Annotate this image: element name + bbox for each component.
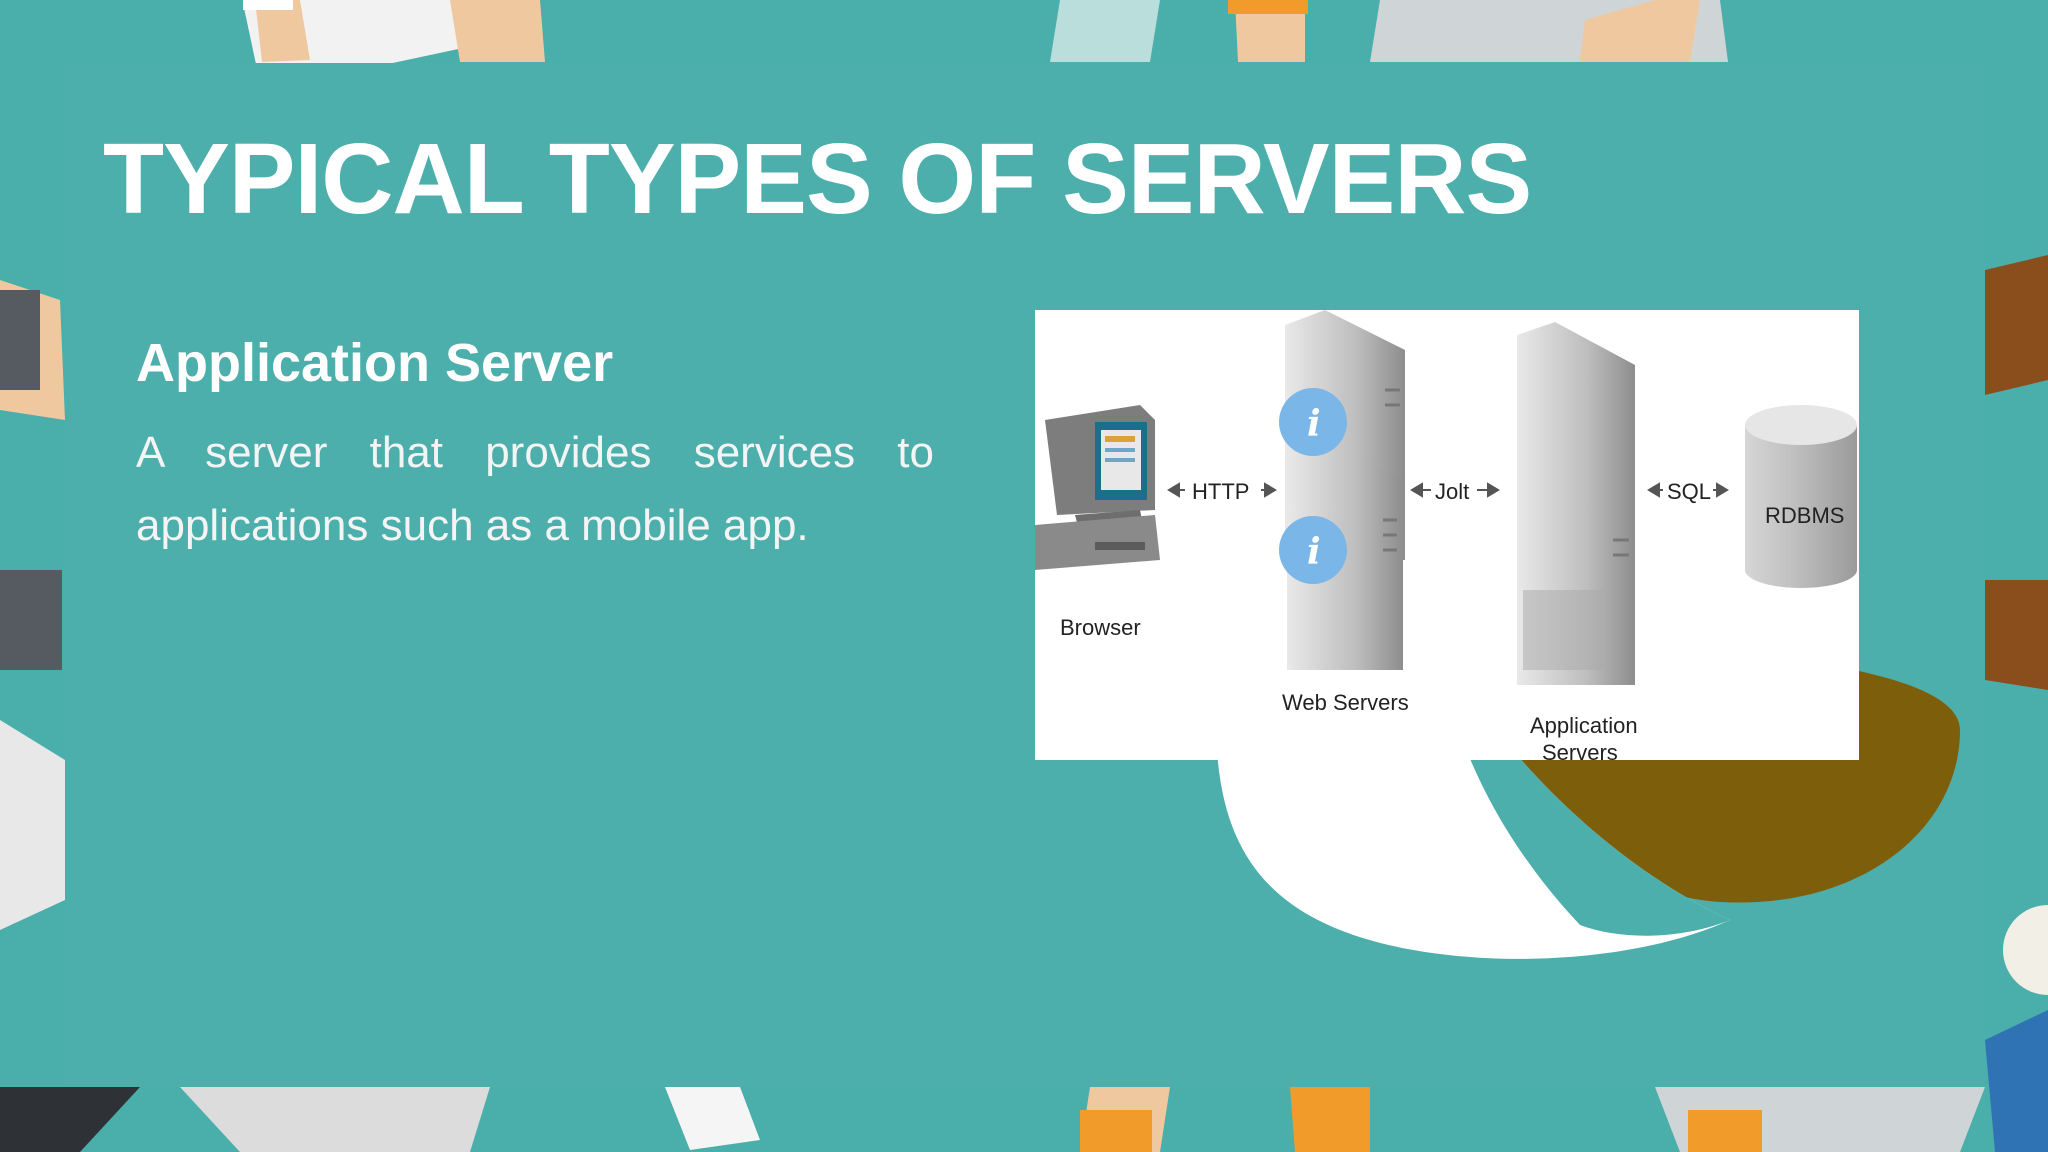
notepad-bottom: [665, 1087, 760, 1150]
svg-text:i: i: [1307, 531, 1321, 573]
http-label: HTTP: [1192, 479, 1249, 504]
sleeve-cuff: [243, 0, 293, 10]
sleeve-right-upper: [1985, 255, 2048, 395]
teal-swoosh: [1438, 640, 1730, 936]
tablet-left: [0, 720, 65, 930]
architecture-diagram: Browser HTTP i i Web Servers: [1035, 310, 1859, 760]
app-servers-label-line2: Servers: [1542, 740, 1618, 760]
body-paragraph: A server that provides services to appli…: [136, 428, 934, 550]
slide-title: TYPICAL TYPES OF SERVERS: [103, 123, 1532, 235]
hand-top-left-2: [450, 0, 545, 62]
sql-label: SQL: [1667, 479, 1711, 504]
orange-cuff-bottom-right: [1688, 1110, 1762, 1152]
rdbms-label: RDBMS: [1765, 503, 1844, 528]
paper-sheet-top: [1050, 0, 1160, 62]
browser-label: Browser: [1060, 615, 1141, 640]
web-servers-label: Web Servers: [1282, 690, 1409, 715]
sleeve-right-mid: [1985, 580, 2048, 690]
info-badge-icon: i: [1279, 388, 1347, 456]
section-heading: Application Server: [136, 333, 614, 393]
hand-top-center: [1235, 0, 1305, 62]
coffee-cup-right: [2003, 905, 2048, 995]
dark-device-bottom-left: [0, 1087, 140, 1152]
laptop-bottom-left: [180, 1087, 490, 1152]
info-badge-icon: i: [1279, 516, 1347, 584]
jolt-label: Jolt: [1435, 479, 1469, 504]
orange-sleeve-bottom: [1080, 1110, 1152, 1152]
hand-top-left: [255, 0, 310, 62]
sleeve-left-upper: [0, 290, 40, 390]
sleeve-left-mid: [0, 570, 62, 670]
sleeve-right-bottom: [1985, 1010, 2048, 1152]
orange-sleeve-bottom-2: [1290, 1087, 1370, 1152]
browser-computer-icon: [1035, 405, 1160, 570]
hand-top-right: [1580, 0, 1700, 62]
app-servers-label-line1: Application: [1530, 713, 1638, 738]
svg-text:i: i: [1307, 403, 1321, 445]
app-server-tower-3: [1517, 452, 1635, 685]
orange-cuff: [1228, 0, 1308, 14]
database-cylinder-icon: [1745, 405, 1857, 588]
